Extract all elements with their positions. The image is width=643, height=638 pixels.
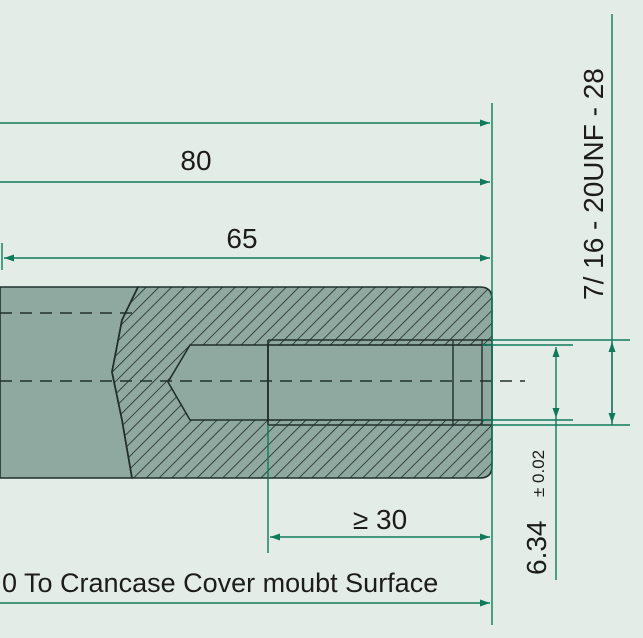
dim-text-reference-note: 0 To Crancase Cover moubt Surface [2,568,438,598]
dim-text-thread-depth: ≥ 30 [353,504,407,535]
dim-text-80: 80 [180,145,211,176]
thread-spec-text: 7/ 16 - 20UNF - 28 [578,68,609,300]
dimension-lines [0,119,616,607]
dim-text-bore-tolerance: ± 0.02 [529,450,548,497]
dim-text-bore-diameter: 6.34 [521,521,552,576]
threaded-hole [267,344,493,421]
dim-text-65: 65 [226,223,257,254]
bore-hole [167,344,269,421]
dim-bore-group: 6.34 ± 0.02 [521,450,552,575]
break-line [111,286,139,479]
shaft-part [0,286,525,479]
